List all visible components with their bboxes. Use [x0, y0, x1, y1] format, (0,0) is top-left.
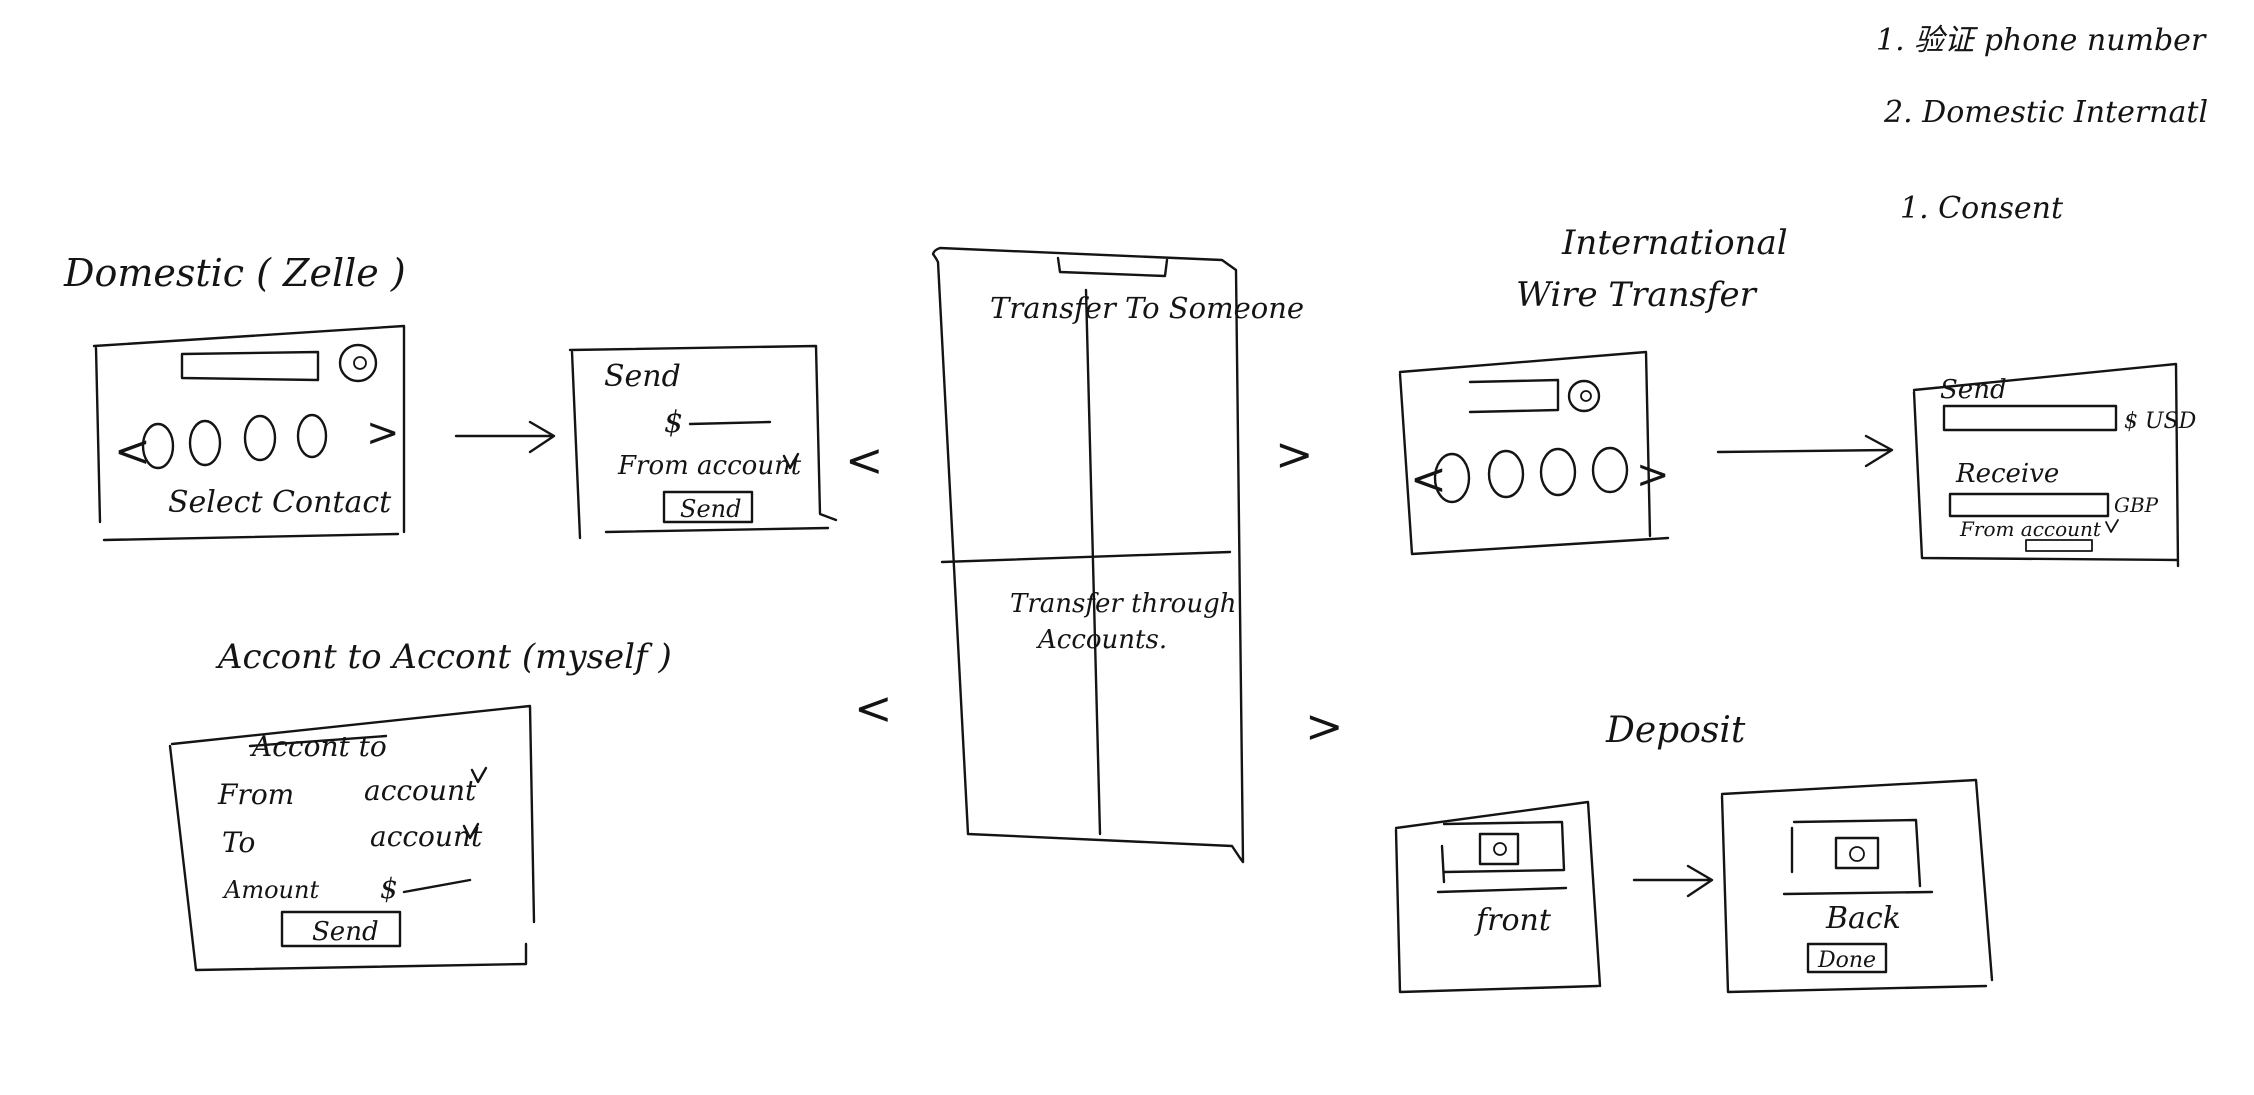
account-transfer-frame [168, 704, 536, 972]
account-transfer-screen: Accont to From account To account Amount… [168, 704, 536, 972]
domestic-from-account[interactable]: From account [617, 451, 802, 481]
contact-avatar[interactable] [188, 419, 222, 467]
account-transfer-struck-heading: Accont to [249, 730, 387, 763]
account-to-account-section: Accont to Accont (myself ) Accont to Fro… [168, 637, 672, 972]
account-transfer-to-value[interactable]: account [370, 820, 483, 853]
deposit-front-divider [1436, 886, 1568, 894]
deposit-back-preview [1790, 818, 1922, 888]
domestic-contact-list [141, 413, 328, 470]
international-send-screen: Send $ USD Receive GBP From account [1912, 362, 2197, 568]
account-transfer-to-label: To [222, 826, 255, 859]
domestic-send-frame [568, 344, 838, 540]
contact-avatar[interactable] [141, 422, 175, 470]
notes: 1. 验证 phone number 2. Domestic Internatl… [1876, 23, 2208, 226]
hub-transfer-to-someone[interactable]: Transfer To Someone [990, 291, 1304, 325]
international-send-currency: $ USD [2124, 409, 2197, 434]
account-transfer-amount-label: Amount [222, 876, 319, 904]
account-transfer-amount-field[interactable] [402, 878, 472, 894]
international-carousel-right[interactable]: > [1636, 452, 1670, 498]
deposit-front-frame [1394, 800, 1602, 994]
hub-transfer-through-line2[interactable]: Accounts. [1036, 625, 1167, 655]
contact-avatar[interactable] [1591, 446, 1629, 494]
camera-icon[interactable] [1834, 836, 1880, 870]
international-receive-currency: GBP [2114, 493, 2159, 517]
note-verify-phone: 1. 验证 phone number [1876, 23, 2207, 58]
chevron-down-icon[interactable] [470, 766, 488, 784]
international-search-input[interactable] [1468, 378, 1560, 414]
international-contact-frame [1398, 350, 1670, 556]
flow-arrow-to-international: > [1275, 427, 1314, 481]
domestic-amount-field[interactable] [688, 420, 772, 426]
hub-horizontal-divider [940, 550, 1232, 564]
hub-phone: Transfer To Someone Transfer through Acc… [931, 246, 1304, 864]
deposit-done-label[interactable]: Done [1817, 948, 1876, 973]
international-send-button[interactable] [2025, 539, 2093, 552]
domestic-flow-arrow [454, 420, 556, 454]
domestic-send-button-label[interactable]: Send [680, 495, 741, 523]
contact-avatar[interactable] [243, 414, 277, 462]
international-send-frame [1912, 362, 2180, 568]
account-to-account-title: Accont to Accont (myself ) [215, 637, 672, 677]
deposit-back-divider [1782, 890, 1934, 896]
domestic-section: Domestic ( Zelle ) < > Select Contact [63, 251, 838, 542]
domestic-carousel-right[interactable]: > [366, 410, 400, 456]
deposit-front-caption: front [1474, 903, 1552, 938]
deposit-section: Deposit front Back Done [1394, 710, 1994, 994]
flow-arrow-to-account-transfer: < [854, 681, 893, 735]
domestic-send-title: Send [604, 359, 681, 394]
deposit-flow-arrow [1632, 864, 1714, 898]
flow-arrow-to-deposit: > [1305, 699, 1344, 753]
chevron-down-icon[interactable] [462, 822, 480, 840]
deposit-back-frame [1720, 778, 1994, 994]
international-contact-list [1433, 446, 1629, 504]
deposit-back-screen: Back Done [1720, 778, 1994, 994]
account-transfer-send-button[interactable] [280, 910, 402, 948]
contact-avatar[interactable] [1539, 447, 1577, 497]
account-transfer-from-label: From [217, 778, 294, 811]
account-transfer-from-value[interactable]: account [364, 774, 477, 807]
hub-vertical-divider [1084, 288, 1102, 836]
domestic-select-contact: Select Contact [168, 485, 392, 520]
hub-phone-notch [1056, 256, 1169, 278]
international-section: International Wire Transfer < > Send $ [1398, 223, 2197, 568]
note-domestic-international: 2. Domestic Internatl [1883, 95, 2208, 130]
flow-arrow-to-domestic: < [845, 433, 884, 487]
camera-icon[interactable] [1478, 832, 1520, 866]
contact-avatar[interactable] [296, 413, 328, 459]
domestic-contact-frame [92, 324, 406, 542]
account-transfer-strikethrough [248, 734, 388, 748]
note-consent: 1. Consent [1900, 191, 2064, 226]
account-transfer-send-label[interactable]: Send [312, 917, 379, 947]
international-contact-picker: < > [1398, 350, 1670, 556]
deposit-front-screen: front [1394, 800, 1602, 994]
search-icon[interactable] [338, 343, 378, 383]
international-send-amount-field[interactable] [1942, 404, 2118, 432]
international-receive-title: Receive [1955, 459, 2059, 489]
deposit-back-caption: Back [1825, 901, 1901, 936]
international-title-line2: Wire Transfer [1516, 275, 1758, 315]
domestic-currency-symbol: $ [664, 405, 683, 440]
contact-avatar[interactable] [1433, 452, 1471, 504]
hub-phone-outline [931, 246, 1245, 864]
chevron-down-icon[interactable] [2105, 519, 2119, 533]
search-icon[interactable] [1567, 379, 1601, 413]
deposit-front-preview [1440, 820, 1566, 884]
international-flow-arrow [1716, 434, 1894, 468]
account-transfer-currency: $ [380, 872, 398, 905]
domestic-send-screen: Send $ From account Send [568, 344, 838, 540]
domestic-send-button[interactable] [662, 490, 754, 524]
international-title-line1: International [1561, 223, 1788, 263]
international-receive-amount-field[interactable] [1948, 492, 2110, 518]
international-send-title: Send [1940, 375, 2007, 405]
chevron-down-icon[interactable] [782, 452, 800, 470]
domestic-title: Domestic ( Zelle ) [63, 251, 406, 295]
hub-transfer-through-line1[interactable]: Transfer through [1010, 589, 1236, 619]
domestic-contact-picker: < > Select Contact [92, 324, 406, 542]
international-from-account[interactable]: From account [1959, 517, 2102, 541]
domestic-search-input[interactable] [180, 350, 320, 382]
deposit-done-button[interactable] [1806, 942, 1888, 974]
contact-avatar[interactable] [1487, 449, 1525, 499]
deposit-title: Deposit [1605, 710, 1746, 751]
